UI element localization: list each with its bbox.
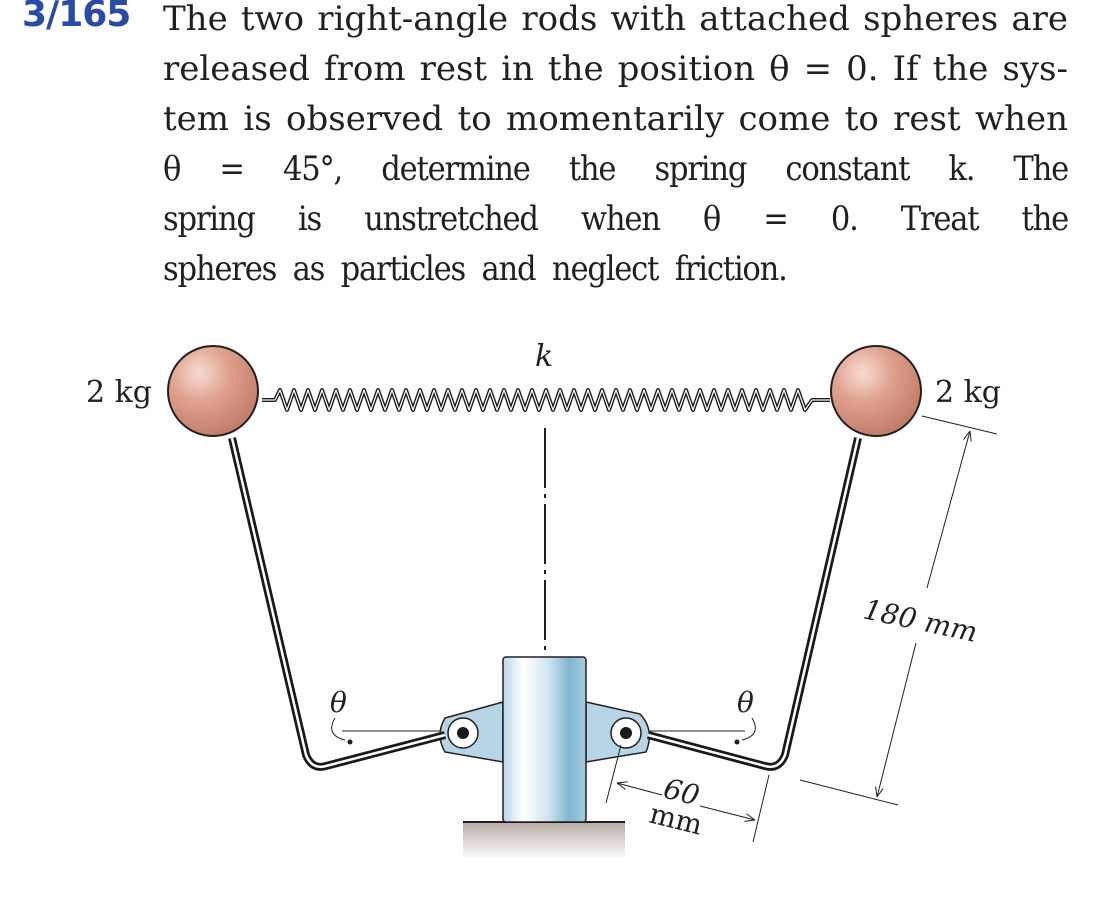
theta-reference-right [650,717,756,745]
center-post [502,656,587,823]
left-angle-label: θ [330,686,347,719]
dimension-180mm [799,415,998,806]
problem-statement: The two right-angle rods with attached s… [163,0,1069,294]
problem-line-5: spring is unstretched when θ = 0. Treat … [163,199,1069,239]
problem-line-2: released from rest in the position θ = 0… [163,49,1068,89]
left-mass-label: 2 kg [86,375,152,410]
right-angle-label: θ [737,686,754,719]
pivot-pin-left [447,717,479,749]
right-right-angle-rod [646,437,862,771]
theta-reference-left [331,717,440,745]
pivot-pin-right [610,717,642,749]
rod-length-label: 180 mm [861,593,981,649]
problem-line-4: θ = 45°, determine the spring constant k… [163,149,1069,189]
problem-line-6: spheres as particles and neglect frictio… [163,249,788,289]
right-mass-label: 2 kg [935,375,1001,410]
problem-number: 3/165 [22,0,131,35]
ground-base [463,821,625,860]
problem-line-3: tem is observed to momentarily come to r… [163,99,1068,139]
spring [262,388,830,412]
left-right-angle-rod [228,437,447,771]
problem-line-1: The two right-angle rods with attached s… [163,0,1068,39]
spring-constant-label: k [535,339,553,374]
sphere-right [830,345,922,437]
dimension-60mm [605,744,770,843]
sphere-left [167,345,259,437]
